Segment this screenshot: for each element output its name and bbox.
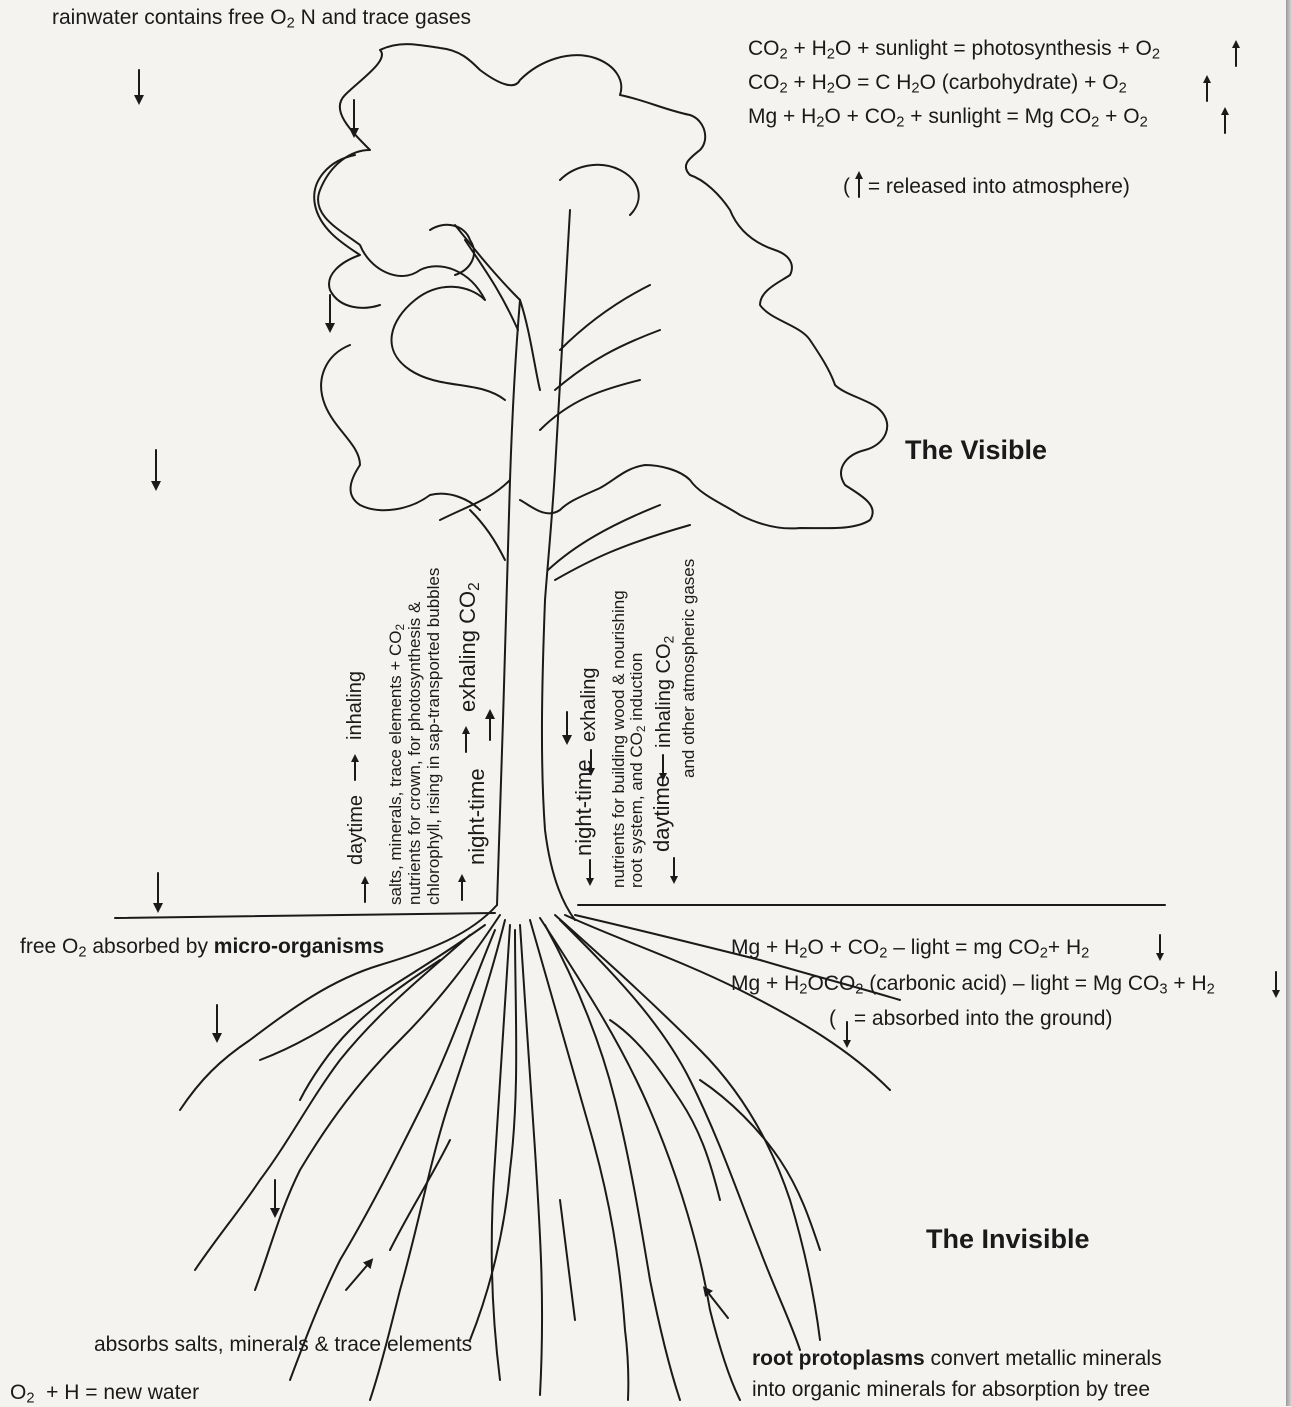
root-protoplasms-note-line2: into organic minerals for absorption by … bbox=[752, 1377, 1150, 1402]
label-inhaling-co2-right: inhaling CO2 bbox=[653, 636, 675, 748]
label-daytime-left: daytime bbox=[345, 795, 367, 865]
legend-absorbed: ( = absorbed into the ground) bbox=[829, 1006, 1112, 1031]
rainwater-note: rainwater contains free O2 N and trace g… bbox=[52, 5, 471, 30]
tree-crown-lobe-left-upper bbox=[314, 155, 380, 308]
micro-organisms-note: free O2 absorbed by micro-organisms bbox=[20, 934, 384, 959]
absorb-arrow-left bbox=[346, 1262, 370, 1290]
label-right-desc-1: nutrients for building wood & nourishing bbox=[610, 590, 629, 888]
label-exhaling-co2-left: exhaling CO2 bbox=[456, 582, 480, 712]
label-daytime-right: daytime bbox=[650, 775, 674, 852]
label-left-desc-3: chlorophyll, rising in sap-transported b… bbox=[425, 568, 444, 905]
label-nighttime-left: night-time bbox=[465, 768, 489, 865]
label-right-desc-2: root system, and CO2 induction bbox=[628, 653, 647, 888]
label-nighttime-right: night-time bbox=[572, 759, 596, 856]
title-the-visible: The Visible bbox=[905, 434, 1047, 466]
tree-crown-lobe-inner bbox=[430, 225, 474, 275]
label-left-desc-1: salts, minerals, trace elements + CO2 bbox=[387, 624, 406, 905]
title-the-invisible: The Invisible bbox=[926, 1223, 1090, 1255]
branch-3 bbox=[520, 300, 540, 390]
branch-10 bbox=[470, 510, 505, 560]
absorbs-note: absorbs salts, minerals & trace elements bbox=[94, 1332, 472, 1357]
equation-carbohydrate: CO2 + H2O = C H2O (carbohydrate) + O2 bbox=[748, 70, 1127, 95]
label-left-desc-2: nutrients for crown, for photosynthesis … bbox=[406, 602, 425, 905]
legend-released: ( = released into atmosphere) bbox=[843, 174, 1130, 199]
equation-magnesium-light: Mg + H2O + CO2 – light = mg CO2+ H2 bbox=[731, 935, 1089, 960]
label-inhaling-left: inhaling bbox=[344, 671, 366, 740]
label-atmospheric-gases: and other atmospheric gases bbox=[680, 559, 699, 778]
new-water-note: O2 + H = new water bbox=[10, 1380, 199, 1405]
equation-photosynthesis: CO2 + H2O + sunlight = photosynthesis + … bbox=[748, 36, 1160, 61]
branch-2 bbox=[465, 240, 518, 330]
tree-trunk-left bbox=[497, 300, 520, 905]
branch-9 bbox=[555, 525, 690, 580]
equation-carbonic-acid: Mg + H2OCO2 (carbonic acid) – light = Mg… bbox=[731, 971, 1215, 996]
branch-8 bbox=[548, 505, 660, 570]
equation-magnesium-sunlight: Mg + H2O + CO2 + sunlight = Mg CO2 + O2 bbox=[748, 104, 1148, 129]
label-exhaling-right: exhaling bbox=[578, 667, 600, 742]
root-protoplasms-note-line1: root protoplasms convert metallic minera… bbox=[752, 1346, 1162, 1371]
tree-crown-lobe-left-lower bbox=[321, 345, 480, 510]
ground-line-left bbox=[115, 913, 495, 918]
tree-crown-lobe-inner-2 bbox=[560, 165, 639, 215]
branch-6 bbox=[540, 380, 640, 430]
